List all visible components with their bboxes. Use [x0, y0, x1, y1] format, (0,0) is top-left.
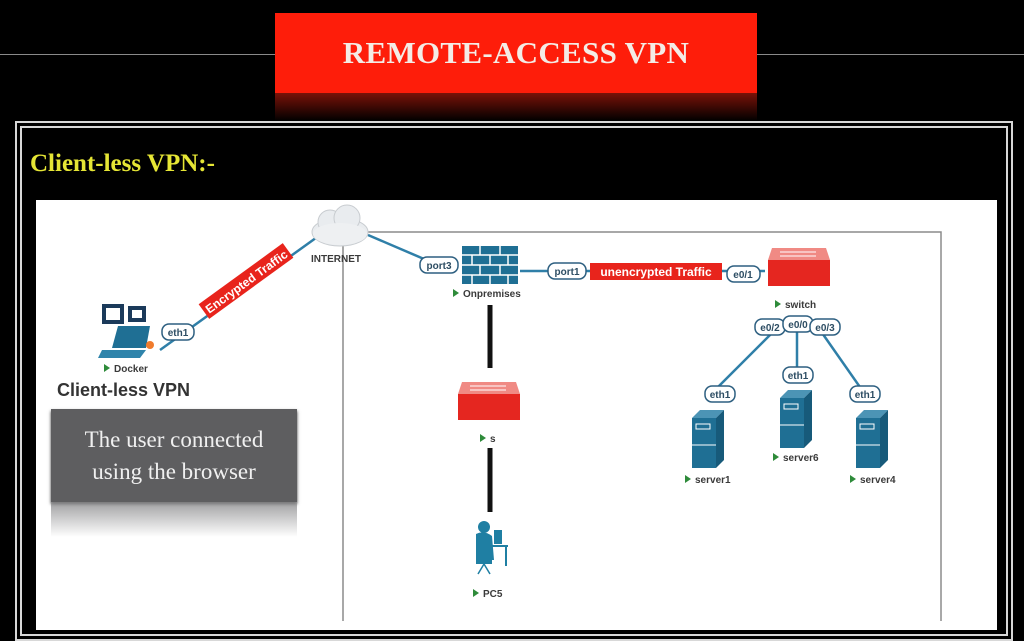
port-fw-port3: port3 [419, 256, 459, 274]
server6-icon [780, 390, 812, 448]
internet-label: INTERNET [311, 254, 361, 265]
svg-text:port1: port1 [555, 267, 580, 278]
port-sw-e01: e0/1 [726, 265, 761, 283]
port-docker-eth1: eth1 [161, 323, 195, 341]
unencrypted-traffic-bg [590, 263, 722, 280]
cloud-icon [311, 204, 369, 247]
svg-text:eth1: eth1 [710, 390, 731, 401]
svg-text:eth1: eth1 [168, 328, 189, 339]
port-sw-e00: e0/0 [782, 315, 814, 333]
note-line-1: The user connected [84, 426, 264, 452]
svg-text:e0/1: e0/1 [733, 270, 753, 281]
user-workstation-icon [476, 521, 508, 575]
network-diagram: Encrypted Traffic unencrypted Traffic IN… [98, 204, 942, 621]
slide-title-banner: REMOTE-ACCESS VPN [275, 13, 757, 93]
svg-text:e0/3: e0/3 [815, 323, 835, 334]
port-fw-port1: port1 [547, 262, 587, 280]
firewall-status-icon [453, 289, 459, 297]
firewall-label: Onpremises [463, 289, 521, 300]
slide-title: REMOTE-ACCESS VPN [342, 35, 690, 70]
note-callout: The user connected using the browser [51, 409, 297, 502]
switch-status-icon [775, 300, 781, 308]
title-reflection [275, 93, 757, 121]
unencrypted-traffic-label: unencrypted Traffic [600, 265, 712, 279]
svg-text:e0/2: e0/2 [760, 323, 780, 334]
switch-s-label: s [490, 434, 496, 445]
port-sw-e03: e0/3 [809, 318, 841, 336]
svg-text:Encrypted Traffic: Encrypted Traffic [203, 247, 291, 316]
link-switch-server1 [714, 329, 776, 391]
server6-label: server6 [783, 453, 819, 464]
section-subtitle: Client-less VPN:- [30, 150, 215, 177]
server4-label: server4 [860, 475, 896, 486]
svg-text:eth1: eth1 [855, 390, 876, 401]
svg-text:e0/0: e0/0 [788, 320, 808, 331]
server1-label: server1 [695, 475, 731, 486]
onpremises-region-border [342, 231, 942, 621]
docker-label: Docker [114, 364, 148, 375]
link-switch-server4 [818, 329, 864, 391]
switch-label: switch [785, 300, 816, 311]
switch-icon [768, 248, 830, 286]
laptop-icon [98, 304, 154, 358]
server6-status-icon [773, 453, 779, 461]
firewall-icon [462, 246, 518, 284]
server4-icon [856, 410, 888, 468]
svg-text:port3: port3 [427, 261, 452, 272]
docker-status-icon [104, 364, 110, 372]
pc5-status-icon [473, 589, 479, 597]
pc5-label: PC5 [483, 589, 503, 600]
note-line-2: using the browser [92, 458, 256, 484]
port-server4-eth1: eth1 [849, 385, 881, 403]
switch-s-status-icon [480, 434, 486, 442]
svg-text:eth1: eth1 [788, 371, 809, 382]
clientless-vpn-label: Client-less VPN [57, 380, 191, 400]
note-reflection [51, 502, 297, 537]
server1-status-icon [685, 475, 691, 483]
server1-icon [692, 410, 724, 468]
port-server6-eth1: eth1 [782, 366, 814, 384]
encrypted-traffic-label: Encrypted Traffic [198, 243, 294, 319]
port-sw-e02: e0/2 [754, 318, 786, 336]
server4-status-icon [850, 475, 856, 483]
switch-s-icon [458, 382, 520, 420]
port-server1-eth1: eth1 [704, 385, 736, 403]
